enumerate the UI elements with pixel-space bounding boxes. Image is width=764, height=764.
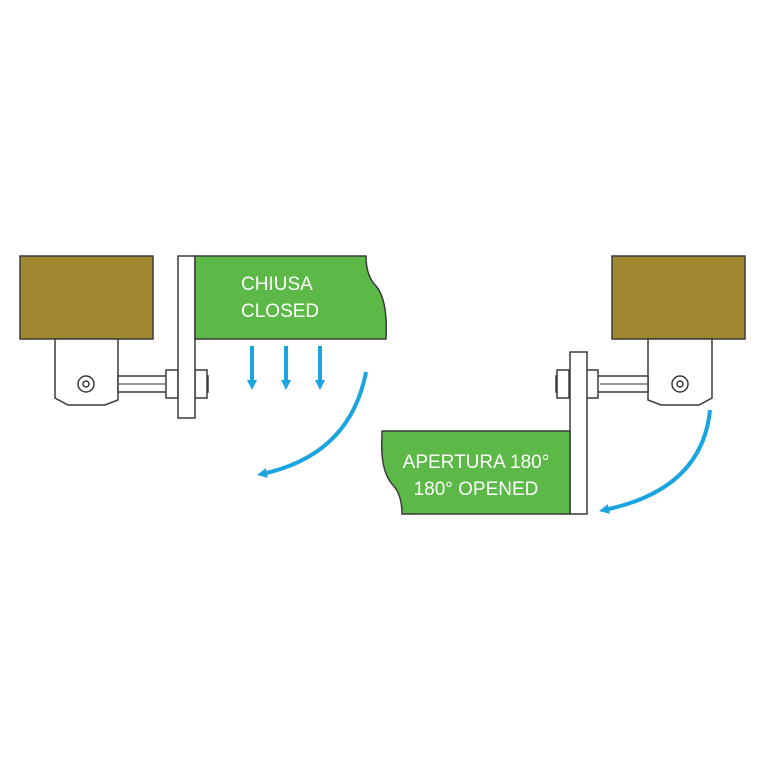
- right-hinge-bracket: [647, 338, 713, 406]
- left-bracket-pin-inner: [82, 380, 90, 388]
- closed-swing-arrow: [257, 371, 368, 478]
- closed-state-group: CHIUSA CLOSED: [19, 255, 388, 478]
- closed-gate-leaf: [194, 255, 388, 340]
- left-hinge-plate: [177, 255, 196, 419]
- left-hinge-bracket: [54, 338, 119, 406]
- left-post: [19, 255, 154, 340]
- closed-label-it: CHIUSA: [241, 274, 313, 295]
- right-nut-1: [556, 369, 570, 399]
- right-bracket-pin-inner: [676, 380, 684, 388]
- opened-gate-leaf: [380, 430, 571, 515]
- opened-label-en: 180° OPENED: [414, 479, 539, 500]
- opened-label-it: APERTURA 180°: [403, 452, 550, 473]
- left-nut-2: [194, 369, 208, 399]
- opened-swing-arrow: [599, 409, 712, 514]
- right-nut-2: [585, 369, 599, 399]
- right-post: [611, 255, 746, 340]
- right-hinge-plate: [569, 351, 588, 515]
- closed-label-en: CLOSED: [241, 301, 319, 322]
- opened-state-group: APERTURA 180° 180° OPENED: [380, 255, 746, 515]
- left-nut-1: [165, 369, 179, 399]
